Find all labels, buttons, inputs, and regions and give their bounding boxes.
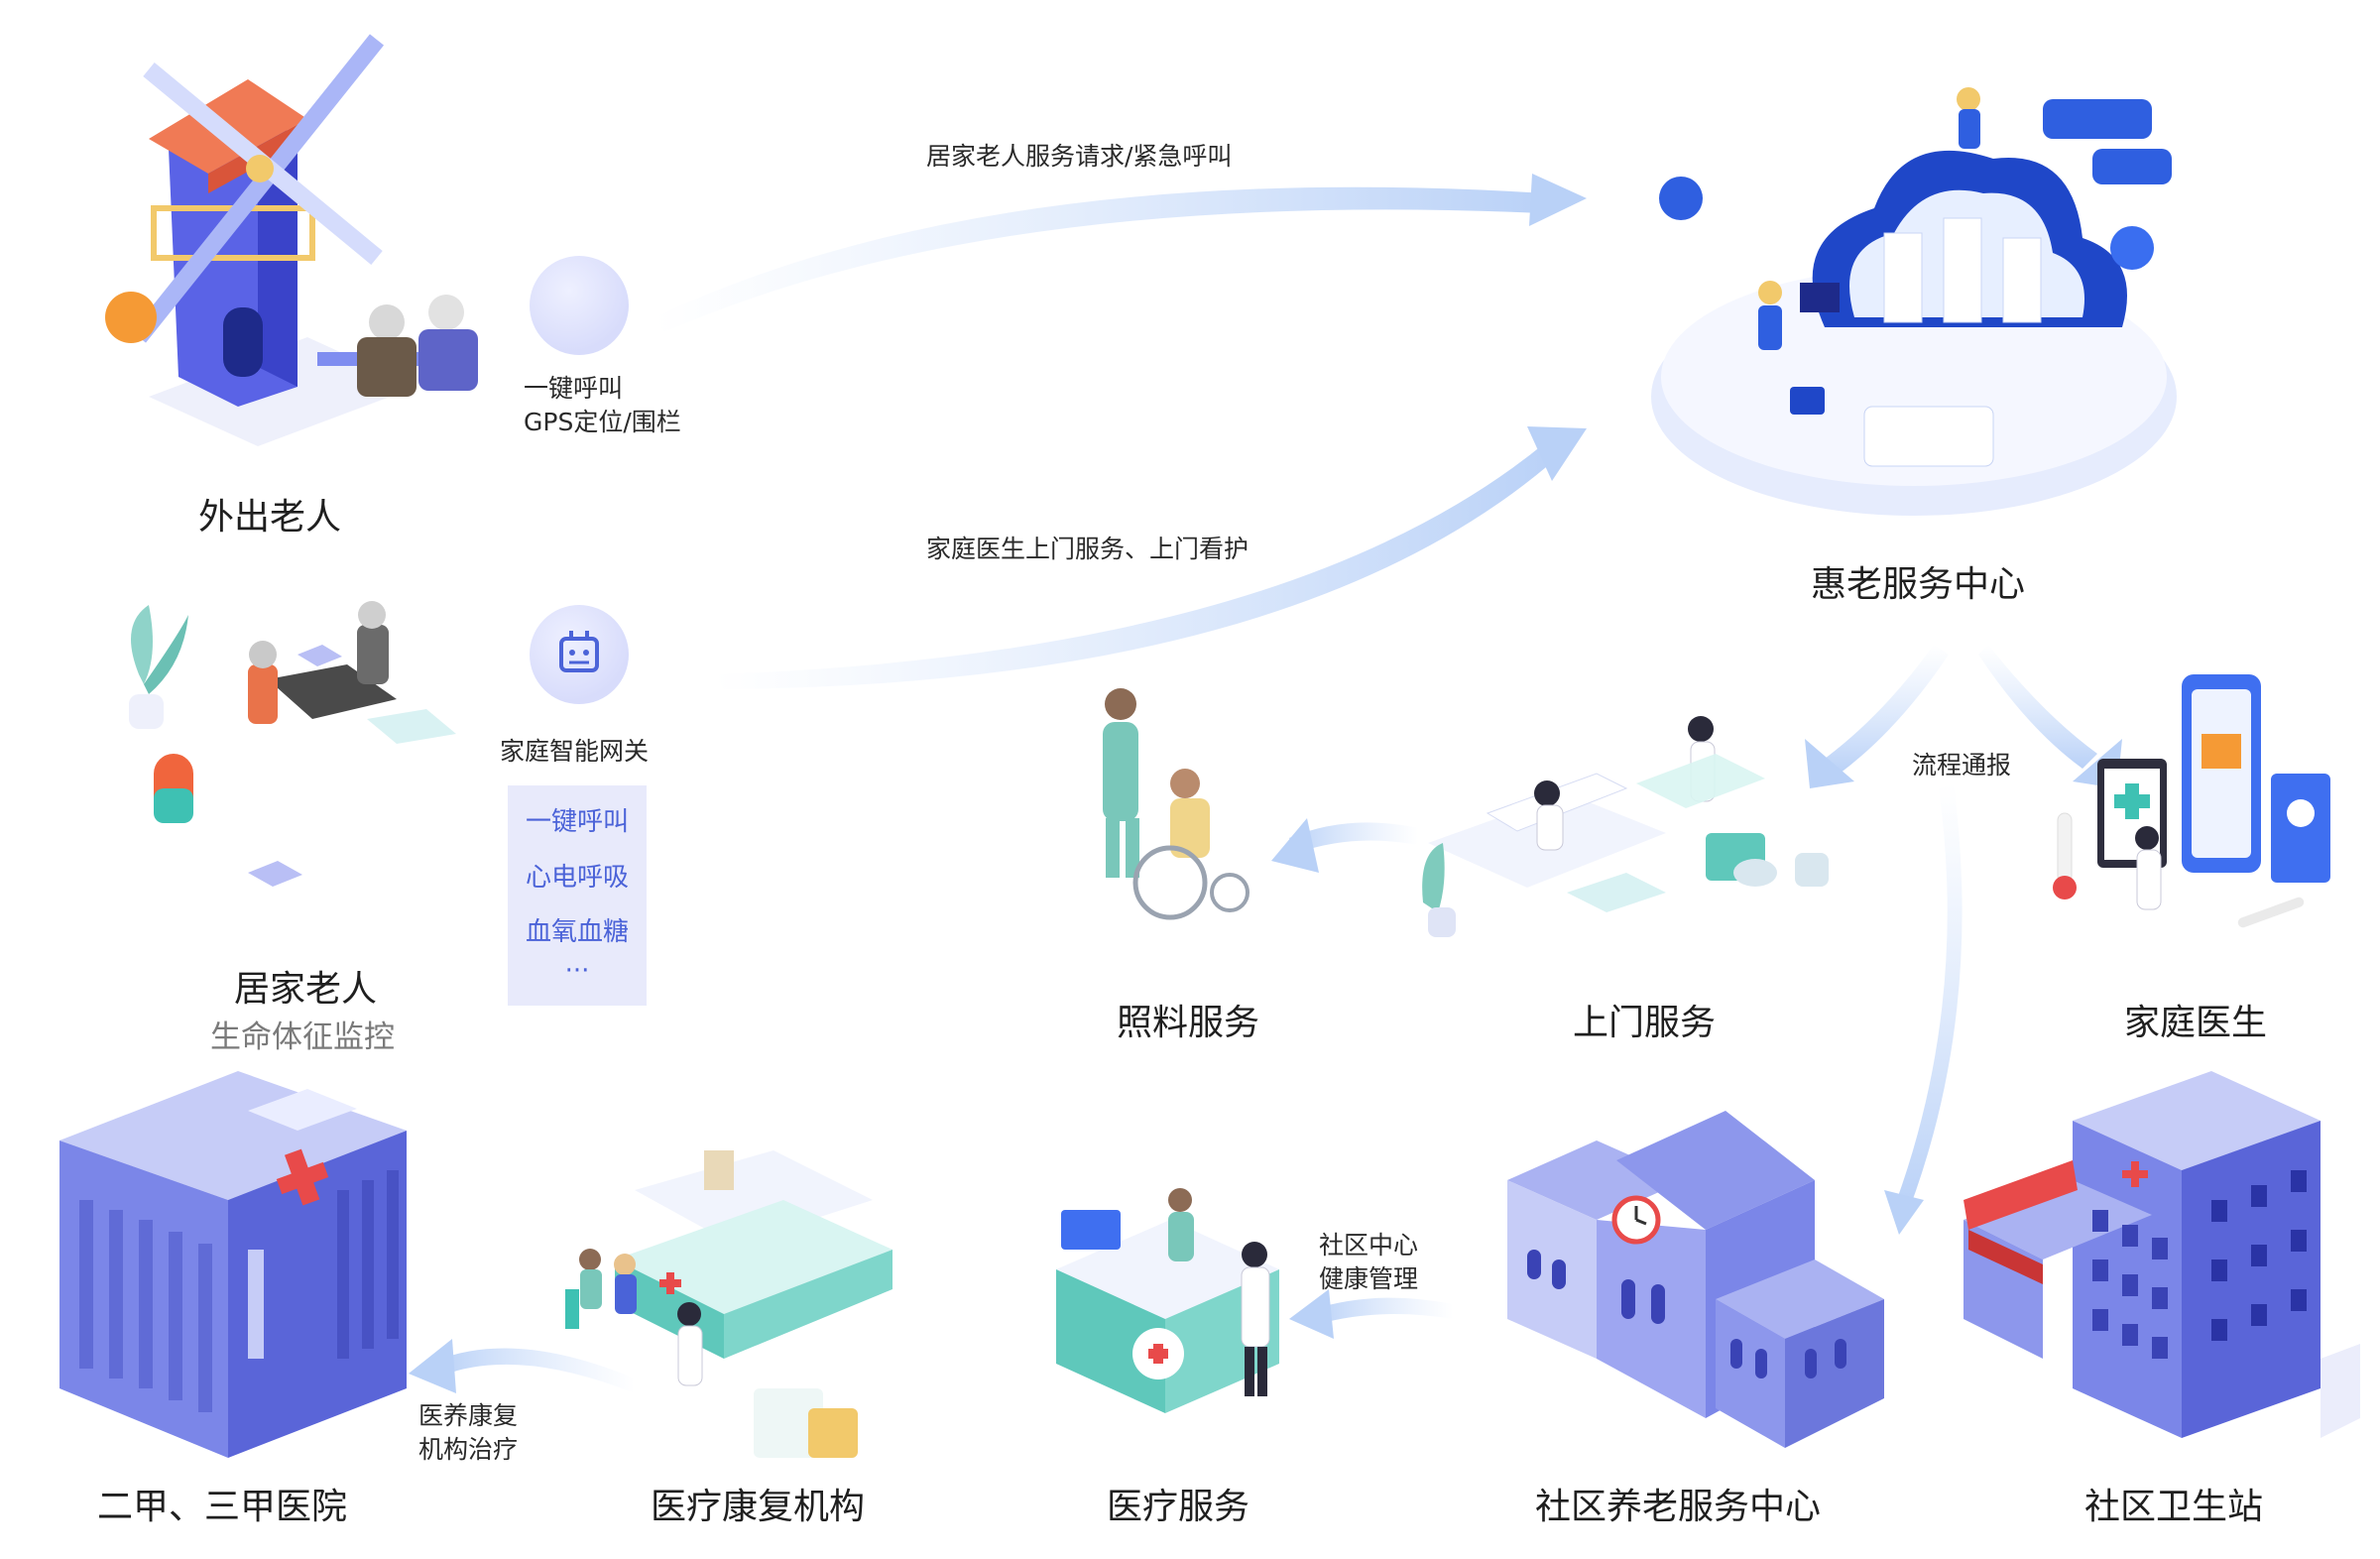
flow-doctor-visit-label: 家庭医生上门服务、上门看护 xyxy=(926,535,1250,563)
vital-item: 一键呼叫 xyxy=(525,807,629,837)
arrow-rehab-hospital xyxy=(436,1348,635,1393)
outing-elder-illustration xyxy=(105,34,478,446)
arrow-community-medical-head xyxy=(1289,1289,1334,1339)
flow-request-label: 居家老人服务请求/紧急呼叫 xyxy=(926,142,1233,171)
arrow-community-medical xyxy=(1314,1297,1453,1324)
health-station-label: 社区卫生站 xyxy=(2084,1487,2264,1527)
community-health-label-1: 社区中心 xyxy=(1319,1231,1419,1259)
hospital-label: 二甲、三甲医院 xyxy=(97,1487,348,1527)
arrow-center-doctor xyxy=(1978,645,2097,769)
door-service-label: 上门服务 xyxy=(1573,1003,1717,1043)
vital-item: 血氧血糖 xyxy=(525,917,629,947)
home-elder-illustration xyxy=(129,601,456,887)
community-center-illustration xyxy=(1507,1111,1884,1448)
hospital-illustration xyxy=(60,1071,407,1458)
vital-item: 心电呼吸 xyxy=(525,863,629,893)
home-elder-sublabel: 生命体征监控 xyxy=(210,1019,395,1055)
call-device-bubble xyxy=(530,256,629,355)
vital-item: ··· xyxy=(564,956,590,986)
rehab-label-2: 机构治疗 xyxy=(418,1435,519,1464)
arrow-doctor-visit-head xyxy=(1527,426,1587,481)
medical-service-label: 医疗服务 xyxy=(1107,1487,1250,1527)
rehab-institution-illustration xyxy=(565,1150,892,1458)
vital-signs-box: 一键呼叫 心电呼吸 血氧血糖 ··· xyxy=(508,785,647,1006)
care-service-illustration xyxy=(1103,688,1250,920)
home-elder-label: 居家老人 xyxy=(234,969,378,1010)
care-service-label: 照料服务 xyxy=(1117,1003,1260,1043)
arrow-door-care-head xyxy=(1271,818,1319,873)
rehab-institution-label: 医疗康复机构 xyxy=(651,1487,866,1527)
arrow-request-head xyxy=(1529,174,1587,226)
arrow-center-door-head xyxy=(1805,739,1854,788)
door-service-illustration xyxy=(1422,716,1829,937)
rehab-label-1: 医养康复 xyxy=(418,1401,519,1430)
arrow-door-care xyxy=(1289,822,1418,853)
arrow-request xyxy=(654,186,1547,332)
health-station-illustration xyxy=(1964,1071,2360,1438)
community-health-label-2: 健康管理 xyxy=(1319,1264,1419,1293)
gps-label: GPS定位/围栏 xyxy=(524,408,681,436)
arrow-report-head xyxy=(1884,1190,1924,1235)
outing-elder-label: 外出老人 xyxy=(198,497,342,538)
service-center-illustration xyxy=(1651,87,2177,516)
gateway-device-bubble xyxy=(530,605,629,704)
family-doctor-illustration xyxy=(2053,674,2330,928)
flow-report-label: 流程通报 xyxy=(1912,751,2012,780)
one-key-call-label: 一键呼叫 xyxy=(524,374,624,403)
arrow-rehab-hospital-head xyxy=(409,1339,456,1393)
arrow-doctor-visit xyxy=(714,441,1559,689)
community-center-label: 社区养老服务中心 xyxy=(1535,1487,1822,1527)
medical-service-illustration xyxy=(1056,1188,1279,1413)
arrow-report xyxy=(1896,783,1963,1210)
gateway-label: 家庭智能网关 xyxy=(500,737,650,766)
gateway-icon xyxy=(559,631,599,672)
arrow-center-door xyxy=(1825,645,1949,774)
family-doctor-label: 家庭医生 xyxy=(2124,1003,2268,1043)
service-center-label: 惠老服务中心 xyxy=(1811,564,2026,605)
